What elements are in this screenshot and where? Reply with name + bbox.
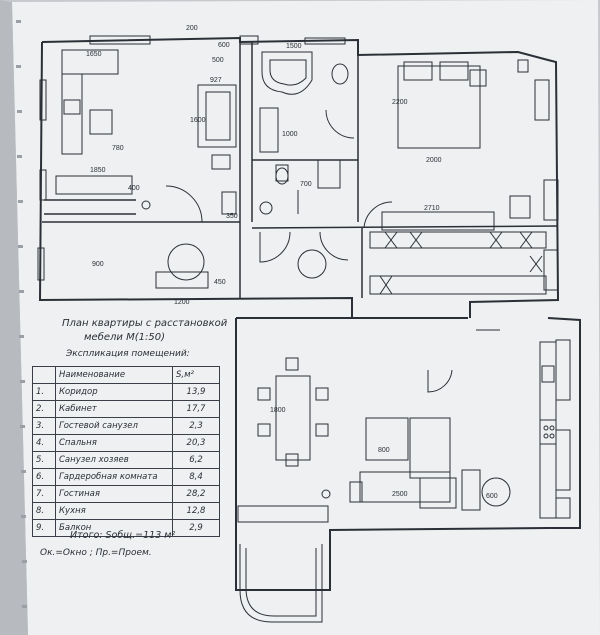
dim-900: 900 [92,261,104,268]
explication-heading: Экспликация помещений: [65,349,190,359]
dim-1650: 1650 [86,51,102,58]
interior-walls [42,42,559,298]
wardrobe-shelves [369,231,547,295]
dim-400: 400 [128,185,140,192]
dim-1200: 1200 [174,299,190,306]
dim-600b: 600 [486,493,498,500]
dim-200: 200 [186,25,198,32]
bathroom-fixtures [259,51,355,215]
dim-780: 780 [112,145,124,152]
dim-700: 700 [300,181,312,188]
table-header-row: Наименование S,м² [32,366,220,384]
balcony [239,544,323,623]
outer-walls [38,36,581,591]
study-furniture [55,49,237,223]
dim-1800: 1800 [270,407,286,414]
dim-600: 600 [218,42,230,49]
dim-927: 927 [210,77,222,84]
living-room-furniture [237,357,457,523]
dim-800: 800 [378,447,390,454]
corridor-furniture [155,231,349,289]
dim-2200: 2200 [392,99,408,106]
dim-2000: 2000 [426,157,442,164]
dim-2500: 2500 [392,491,408,498]
bedroom-furniture [317,61,531,231]
plan-title-line1: План квартиры с расстановкой [62,318,228,329]
dim-1000: 1000 [282,131,298,138]
dim-1600: 1600 [190,117,206,124]
dim-2710: 2710 [424,205,440,212]
kitchen-fixtures [461,329,557,519]
dim-450: 450 [214,279,226,286]
col-name-header: Наименование [55,366,173,384]
plan-title-line2: мебели М(1:50) [84,331,165,343]
total-area: Итого: Sобщ.=113 м² [70,530,176,541]
dim-1500: 1500 [286,43,302,50]
col-area-header: S,м² [172,366,220,384]
dim-1850: 1850 [90,167,106,174]
dim-500: 500 [212,57,224,64]
dim-350: 350 [226,213,238,220]
abbreviation-notes: Ок.=Окно ; Пр.=Проем. [40,548,152,558]
